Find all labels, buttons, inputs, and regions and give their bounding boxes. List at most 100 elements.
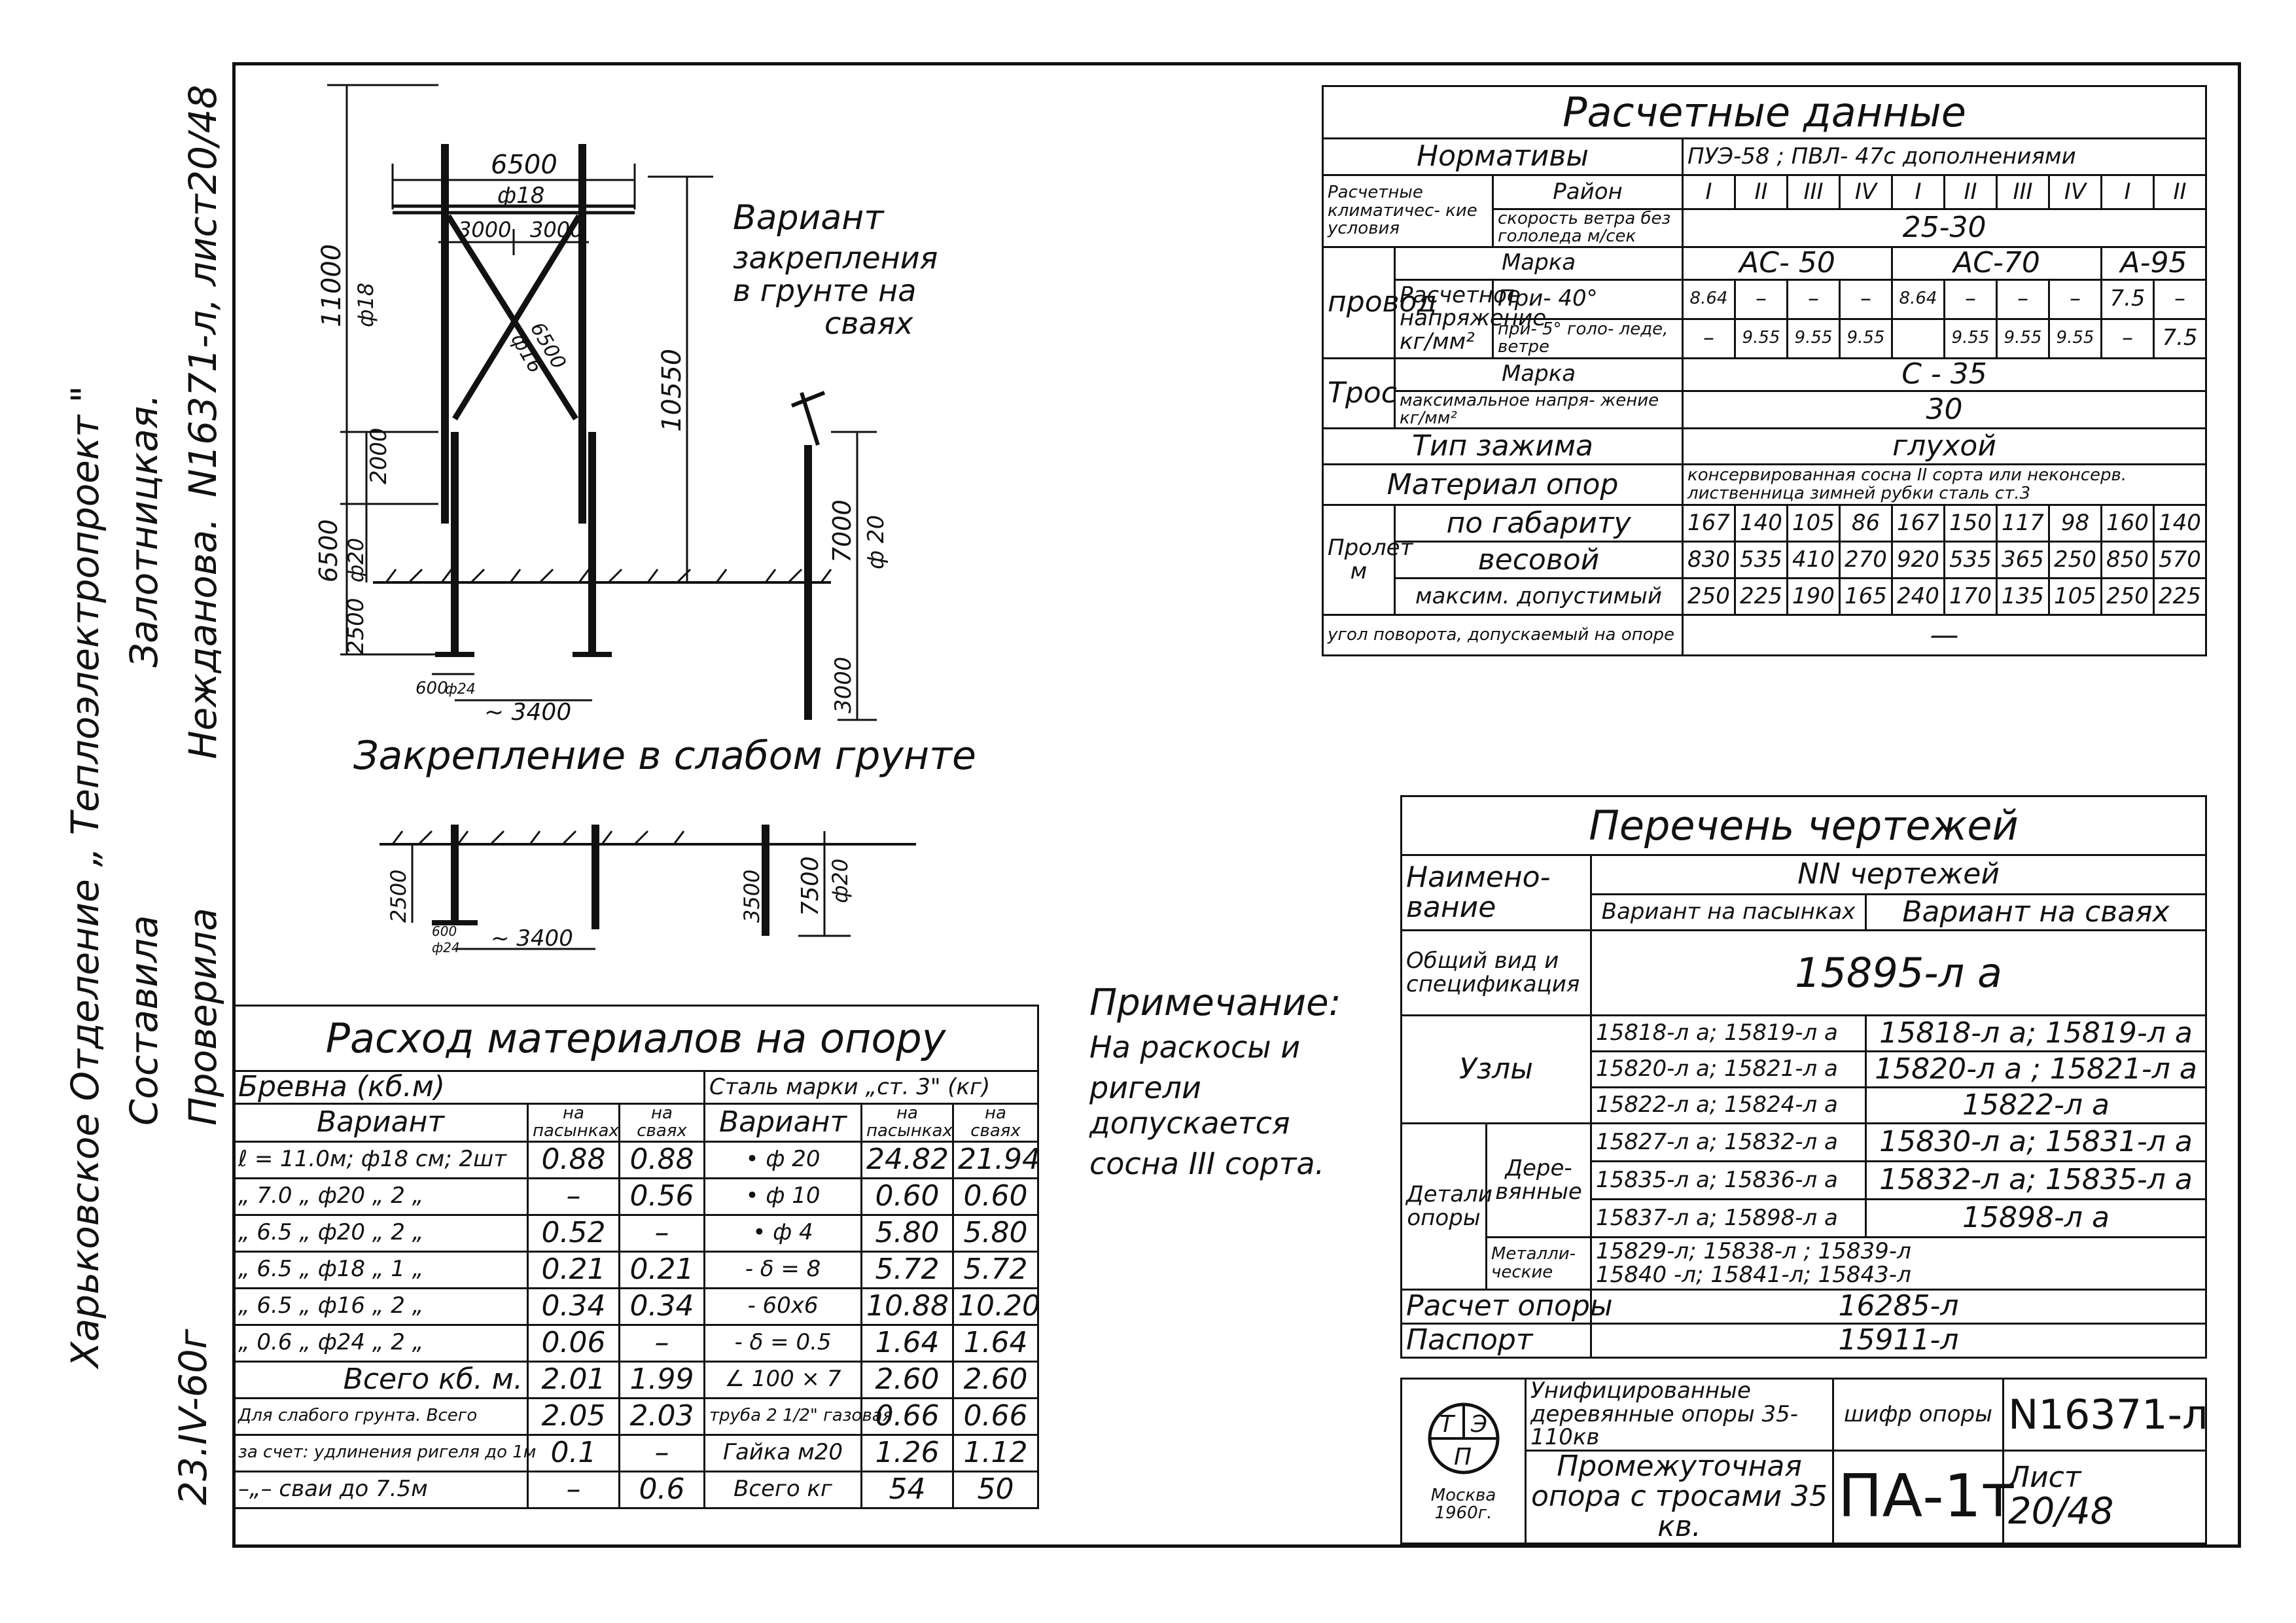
span-label: Пролет м <box>1322 504 1413 616</box>
dim-3000-left: 3000 <box>458 217 511 242</box>
materials-cell: 0.60 <box>860 1177 954 1216</box>
dim-3400: ~ 3400 <box>484 699 571 726</box>
stamp-number: N16371-л <box>2002 1377 2208 1452</box>
calc-data-table: Расчетные данные Нормативы ПУЭ-58 ; ПВЛ-… <box>1321 85 2208 657</box>
materials-cell: ∠ 100 × 7 <box>703 1360 862 1399</box>
tower-drawing: 6500 ф18 3000 3000 6500 ф16 11000 ф18 20… <box>314 84 889 726</box>
dim-6500-left: 6500 <box>314 519 343 582</box>
materials-cell: за счет: удлинения ригеля до 1м <box>232 1433 536 1472</box>
climate-label: Расчетные климатичес- кие условия <box>1322 174 1494 248</box>
materials-cell: –„– сваи до 7.5м <box>232 1470 529 1509</box>
materials-cell: Гайка м20 <box>703 1433 862 1472</box>
dim-f18-left: ф18 <box>353 283 378 327</box>
svg-text:2500: 2500 <box>386 870 411 923</box>
materials-cell: „ 6.5 „ ф16 „ 2 „ <box>232 1287 529 1326</box>
org-text: Харьковское Отделение „ Теплоэлектропрое… <box>63 385 107 1370</box>
materials-cell: 0.6 <box>618 1470 705 1509</box>
col-stub: Вариант на пасынках <box>1590 893 1867 931</box>
checked-label: Проверила <box>181 908 225 1126</box>
general-value: 15895-л а <box>1589 929 2208 1016</box>
materials-cell: 1.64 <box>951 1323 1040 1363</box>
materials-cell: 0.56 <box>618 1177 705 1216</box>
dim-3000-pile: 3000 <box>830 656 857 713</box>
weak-ground-drawing: Закрепление в слабом грунте 2500 3500 75… <box>353 733 976 955</box>
materials-cell: 50 <box>951 1470 1040 1509</box>
materials-cell: 21.94 <box>951 1140 1040 1179</box>
weak-ground-title: Закрепление в слабом грунте <box>353 733 976 779</box>
materials-cell: Всего кб. м. <box>232 1360 529 1399</box>
materials-cell: „ 6.5 „ ф20 „ 2 „ <box>232 1213 529 1253</box>
compiled-sign: Залотницкая. <box>122 394 166 668</box>
wire-group: провод <box>1322 245 1437 359</box>
nn-label: NN чертежей <box>1589 854 2208 895</box>
materials-cell: 5.80 <box>951 1213 1040 1253</box>
variant-note: Вариант закрепления в грунте на сваях <box>733 198 938 341</box>
norms-value: ПУЭ-58 ; ПВЛ- 47с дополнениями <box>1681 137 2208 176</box>
stamp-sheet-label: Лист <box>2008 1460 2081 1494</box>
rope-brand: С - 35 <box>1681 357 2208 392</box>
materials-cell: 0.06 <box>527 1323 620 1363</box>
dim-f20-right: ф 20 <box>863 515 889 569</box>
stamp-sheet-value: 20/48 <box>2008 1490 2114 1533</box>
details-label: Детали опоры <box>1400 1122 1492 1291</box>
passport-label: Паспорт <box>1400 1323 1592 1359</box>
dim-7000: 7000 <box>828 499 857 563</box>
title-stamp: Т Э П Москва 1960г. Унифицированные дере… <box>1400 1377 2208 1544</box>
materials-cell: • ф 10 <box>703 1177 862 1216</box>
wire-brand-label: Марка <box>1394 245 1684 281</box>
svg-text:сваях: сваях <box>824 306 913 341</box>
material-value: консервированная сосна II сорта или неко… <box>1681 463 2208 507</box>
materials-cell: – <box>527 1470 620 1509</box>
svg-text:ф20: ф20 <box>828 859 853 903</box>
dim-f20-left: ф20 <box>344 538 368 582</box>
materials-cell: 0.88 <box>527 1140 620 1179</box>
svg-text:600: 600 <box>432 923 457 939</box>
svg-text:Т: Т <box>1439 1411 1456 1438</box>
materials-cell: 0.88 <box>618 1140 705 1179</box>
stress-label: Расчетное напряжение кг/мм² <box>1394 278 1546 359</box>
nodes-label: Узлы <box>1400 1014 1592 1124</box>
materials-cell: 5.72 <box>860 1250 954 1289</box>
calc-value: 16285-л <box>1589 1289 2208 1325</box>
svg-text:7500: 7500 <box>797 856 824 916</box>
materials-cell: 1.26 <box>860 1433 954 1472</box>
clamp-label: Тип зажима <box>1322 427 1684 466</box>
metal-label: Металли- ческие <box>1485 1236 1592 1291</box>
dim-f18-top: ф18 <box>497 183 544 209</box>
stamp-code: ПА-1т <box>1832 1450 2015 1544</box>
stamp-year: 1960г. <box>1434 1503 1492 1524</box>
materials-cell: 5.80 <box>860 1213 954 1253</box>
rope-stress-label: максимальное напря- жение кг/мм² <box>1394 389 1684 430</box>
side-date: 23.IV-60г <box>171 1329 215 1505</box>
svg-text:~ 3400: ~ 3400 <box>491 925 573 952</box>
materials-cell: 0.21 <box>527 1250 620 1289</box>
angle-value: — <box>1681 614 2208 657</box>
checked-sign: Нежданова. <box>181 518 225 759</box>
materials-cell: 2.60 <box>860 1360 954 1399</box>
stamp-logo-cell: Т Э П Москва 1960г. <box>1400 1378 1527 1544</box>
materials-table: Расход материалов на опору Бревна (кб.м)… <box>232 1005 1040 1509</box>
materials-cell: „ 6.5 „ ф18 „ 1 „ <box>232 1250 529 1289</box>
materials-cell: 2.05 <box>527 1397 620 1436</box>
svg-text:Вариант: Вариант <box>733 198 885 238</box>
dim-2000: 2000 <box>366 427 392 484</box>
material-label: Материал опор <box>1322 463 1684 507</box>
wind-value: 25-30 <box>1681 208 2208 248</box>
materials-cell: „ 0.6 „ ф24 „ 2 „ <box>232 1323 529 1363</box>
cond1-label: При- 40° <box>1492 278 1684 320</box>
sheet-ref: N16371-л, лист20/48 <box>181 85 225 497</box>
rope-stress: 30 <box>1681 389 2208 430</box>
materials-cell: 1.64 <box>860 1323 954 1363</box>
steel-header: Сталь марки „ст. 3" (кг) <box>703 1070 1040 1105</box>
side-title-block: Харьковское Отделение „ Теплоэлектропрое… <box>26 39 225 1544</box>
dim-6500-top: 6500 <box>491 150 557 180</box>
materials-cell: – <box>618 1323 705 1363</box>
materials-cell: 2.60 <box>951 1360 1040 1399</box>
